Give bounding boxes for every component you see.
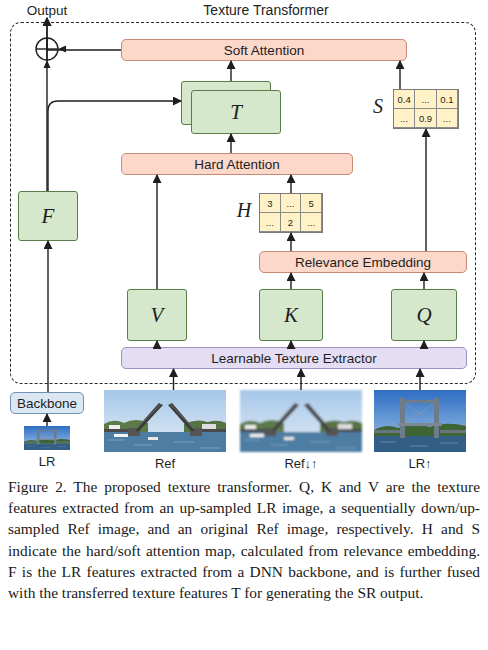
matrix-cell: 3 bbox=[260, 194, 281, 213]
flow-arrow bbox=[290, 273, 291, 289]
matrix-cell: 0.1 bbox=[437, 90, 458, 109]
flow-arrow bbox=[290, 175, 291, 193]
lr-photo bbox=[24, 426, 70, 450]
flow-arrow bbox=[46, 18, 47, 191]
feature-symbol: T bbox=[230, 100, 242, 125]
matrix-cell: ... bbox=[437, 109, 458, 128]
flow-arrow bbox=[425, 129, 426, 251]
feature-symbol: V bbox=[151, 303, 164, 328]
flow-arrow bbox=[230, 134, 231, 153]
sum-arrowhead bbox=[58, 46, 66, 53]
flow-arrow bbox=[419, 369, 420, 390]
feature-symbol: F bbox=[42, 204, 55, 229]
matrix-cell: 0.9 bbox=[415, 109, 436, 128]
sum-arrowhead bbox=[44, 60, 51, 68]
flow-arrow bbox=[46, 414, 47, 426]
feature-box: V bbox=[127, 289, 187, 341]
input-image: LR↑ bbox=[374, 390, 466, 452]
sum-cross bbox=[46, 38, 47, 60]
matrix-symbol: H bbox=[235, 199, 253, 222]
feature-box: K bbox=[259, 289, 323, 341]
flow-arrow bbox=[173, 369, 174, 390]
sum-symbol bbox=[36, 38, 58, 60]
ref-photo bbox=[104, 390, 226, 452]
image-label: Ref↓↑ bbox=[220, 456, 382, 471]
flow-arrow bbox=[47, 241, 48, 392]
box-label: Output bbox=[27, 3, 68, 18]
input-image: LR bbox=[24, 426, 70, 450]
attention-box: Soft Attention bbox=[121, 39, 407, 61]
lr-upsampled-photo bbox=[374, 390, 466, 452]
matrix-cell: ... bbox=[394, 109, 415, 128]
flow-arrow bbox=[399, 61, 400, 89]
attention-box: Hard Attention bbox=[121, 153, 353, 175]
module-title: Texture Transformer bbox=[181, 2, 351, 18]
matrix-grid: 0.4...0.1...0.9... bbox=[393, 89, 459, 129]
matrix-grid: 3...5...2... bbox=[259, 193, 323, 233]
figure-caption: Figure 2. The proposed texture transform… bbox=[8, 476, 480, 603]
matrix-symbol: S bbox=[369, 95, 387, 118]
flow-arrow bbox=[300, 369, 301, 390]
texture-feature-stack: T bbox=[181, 81, 281, 134]
box-label: Soft Attention bbox=[224, 43, 304, 58]
matrix-cell: ... bbox=[281, 194, 302, 213]
matrix-cell: 0.4 bbox=[394, 90, 415, 109]
matrix-cell: 2 bbox=[281, 213, 302, 232]
ref-blurred-photo bbox=[240, 390, 362, 452]
image-label: LR bbox=[4, 454, 90, 469]
flow-arrow bbox=[230, 61, 231, 81]
output-label: Output bbox=[17, 2, 77, 18]
matrix-cell: 5 bbox=[301, 194, 322, 213]
box-label: Learnable Texture Extractor bbox=[211, 351, 377, 366]
stacked-feature-front: T bbox=[191, 90, 281, 134]
extractor-box: Learnable Texture Extractor bbox=[121, 347, 467, 369]
matrix-cell: ... bbox=[415, 90, 436, 109]
input-image: Ref bbox=[104, 390, 226, 452]
matrix-cell: ... bbox=[260, 213, 281, 232]
box-label: Backbone bbox=[17, 396, 77, 411]
box-label: Hard Attention bbox=[194, 157, 280, 172]
feature-box: F bbox=[18, 191, 78, 241]
input-image: Ref↓↑ bbox=[240, 390, 362, 452]
feature-symbol: K bbox=[284, 303, 298, 328]
image-label: LR↑ bbox=[354, 456, 486, 471]
backbone-box: Backbone bbox=[10, 392, 84, 414]
box-label: Relevance Embedding bbox=[295, 255, 431, 270]
attention-matrix: S0.4...0.1...0.9... bbox=[393, 89, 459, 129]
matrix-cell: ... bbox=[301, 213, 322, 232]
module-container: Texture TransformerSoft AttentionTS0.4..… bbox=[10, 22, 476, 384]
feature-box: Q bbox=[391, 289, 457, 341]
attention-matrix: H3...5...2... bbox=[259, 193, 323, 233]
flow-arrow bbox=[156, 175, 157, 289]
feature-symbol: Q bbox=[416, 303, 431, 328]
embedding-box: Relevance Embedding bbox=[259, 251, 467, 273]
flow-arrow bbox=[48, 101, 181, 191]
image-label: Ref bbox=[84, 456, 246, 471]
flow-arrow bbox=[423, 273, 424, 289]
flow-arrow bbox=[290, 233, 291, 251]
